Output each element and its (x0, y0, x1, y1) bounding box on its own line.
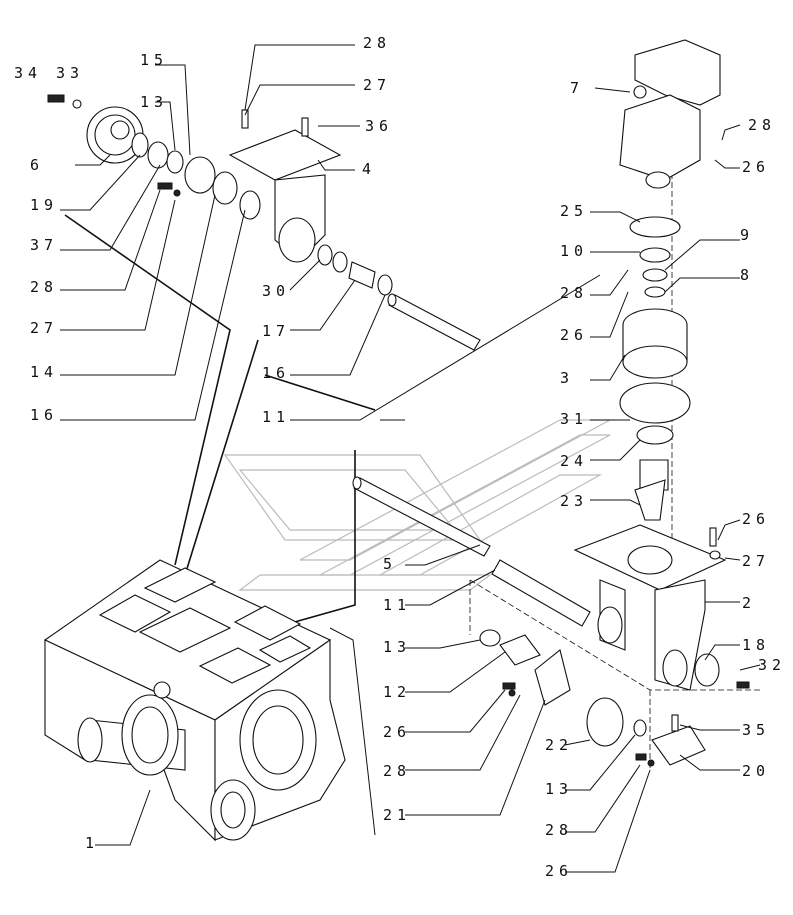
label-27-left: 27 (30, 319, 58, 337)
label-16-mid: 16 (262, 364, 290, 382)
label-5: 5 (383, 555, 397, 573)
label-3: 3 (560, 369, 574, 387)
label-28-low: 28 (545, 821, 573, 839)
label-37: 37 (30, 236, 58, 254)
lower-gears (479, 629, 750, 767)
label-23: 23 (560, 492, 588, 510)
label-26-r3: 26 (742, 510, 770, 528)
label-30: 30 (262, 282, 290, 300)
label-6: 6 (30, 156, 44, 174)
label-13-bottom: 13 (383, 638, 411, 656)
bracket-part-4 (228, 109, 342, 263)
label-36: 36 (365, 117, 393, 135)
shafts (352, 293, 591, 627)
leader-lines (60, 44, 761, 873)
bearings-and-rings (47, 94, 393, 296)
label-28-bottom: 28 (383, 762, 411, 780)
label-31: 31 (560, 410, 588, 428)
label-20: 20 (742, 762, 770, 780)
label-27-r3: 27 (742, 552, 770, 570)
label-28-left: 28 (30, 278, 58, 296)
label-10: 10 (560, 242, 588, 260)
label-26-bottom: 26 (383, 723, 411, 741)
label-19: 19 (30, 196, 58, 214)
label-4: 4 (362, 160, 376, 178)
bracket-part-2 (573, 524, 727, 691)
label-27-top: 27 (363, 76, 391, 94)
label-1: 1 (85, 834, 99, 852)
label-13-low: 13 (545, 780, 573, 798)
label-11-mid: 11 (262, 408, 290, 426)
label-15: 15 (140, 51, 168, 69)
label-26-r1: 26 (742, 158, 770, 176)
label-13: 13 (140, 93, 168, 111)
housing-part-1 (43, 559, 346, 842)
label-32: 32 (758, 656, 786, 674)
label-8: 8 (740, 266, 754, 284)
label-25: 25 (560, 202, 588, 220)
label-24: 24 (560, 452, 588, 470)
label-21: 21 (383, 806, 411, 824)
right-stack (619, 216, 691, 521)
label-11-bottom: 11 (383, 596, 411, 614)
label-17: 17 (262, 322, 290, 340)
label-14: 14 (30, 363, 58, 381)
motor-part-7 (619, 39, 721, 189)
label-28-r1: 28 (748, 116, 776, 134)
label-35: 35 (742, 721, 770, 739)
label-18: 18 (742, 636, 770, 654)
label-26-low: 26 (545, 862, 573, 880)
label-28-top: 28 (363, 34, 391, 52)
label-26-r2: 26 (560, 326, 588, 344)
label-12: 12 (383, 683, 411, 701)
label-34: 34 (14, 64, 42, 82)
label-9: 9 (740, 226, 754, 244)
callout-labels: 34 33 15 13 6 19 37 28 27 14 16 28 27 36… (14, 34, 786, 880)
label-28-r2: 28 (560, 284, 588, 302)
label-2: 2 (742, 594, 756, 612)
label-16-left: 16 (30, 406, 58, 424)
gear-part-6 (86, 106, 144, 164)
label-7: 7 (570, 79, 584, 97)
label-22: 22 (545, 736, 573, 754)
label-33: 33 (56, 64, 84, 82)
